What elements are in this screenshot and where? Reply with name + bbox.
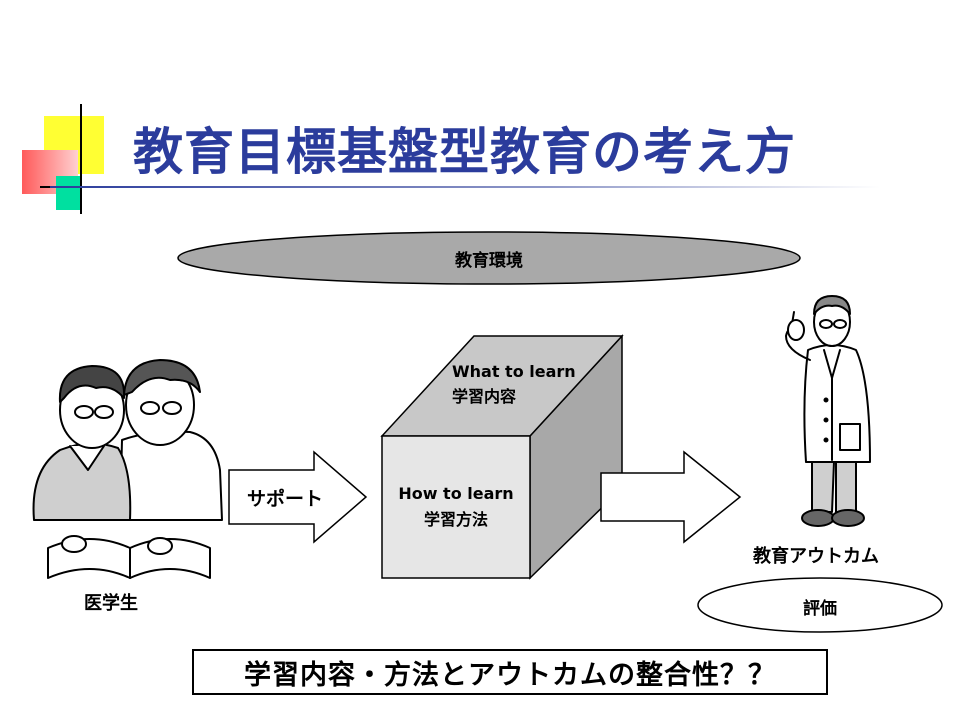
students-illustration: [32, 359, 223, 579]
student-label: 医学生: [84, 593, 138, 614]
cube-front-face: [381, 435, 531, 579]
evaluation-ellipse: [697, 577, 943, 633]
cube-top-label-ja: 学習内容: [452, 387, 517, 406]
support-label: サポート: [247, 488, 324, 510]
cube-front-label-en: How to learn: [398, 484, 514, 503]
question-text: 学習内容・方法とアウトカムの整合性？？: [244, 659, 776, 691]
title-underline: [50, 186, 880, 188]
evaluation-label: 評価: [803, 599, 837, 619]
outcome-arrow: [600, 450, 742, 544]
environment-label: 教育環境: [455, 251, 523, 271]
support-arrow: [228, 450, 368, 544]
cube-front-label-ja: 学習方法: [423, 510, 488, 529]
decor-green-square: [56, 176, 80, 210]
environment-ellipse: [177, 231, 801, 285]
cube-top-label-en: What to learn: [452, 362, 576, 381]
question-box: 学習内容・方法とアウトカムの整合性？？: [192, 649, 828, 695]
outcome-label: 教育アウトカム: [753, 546, 879, 567]
doctor-illustration: [785, 295, 871, 527]
decor-vertical-line: [80, 104, 82, 214]
slide-title: 教育目標基盤型教育の考え方: [133, 123, 796, 181]
